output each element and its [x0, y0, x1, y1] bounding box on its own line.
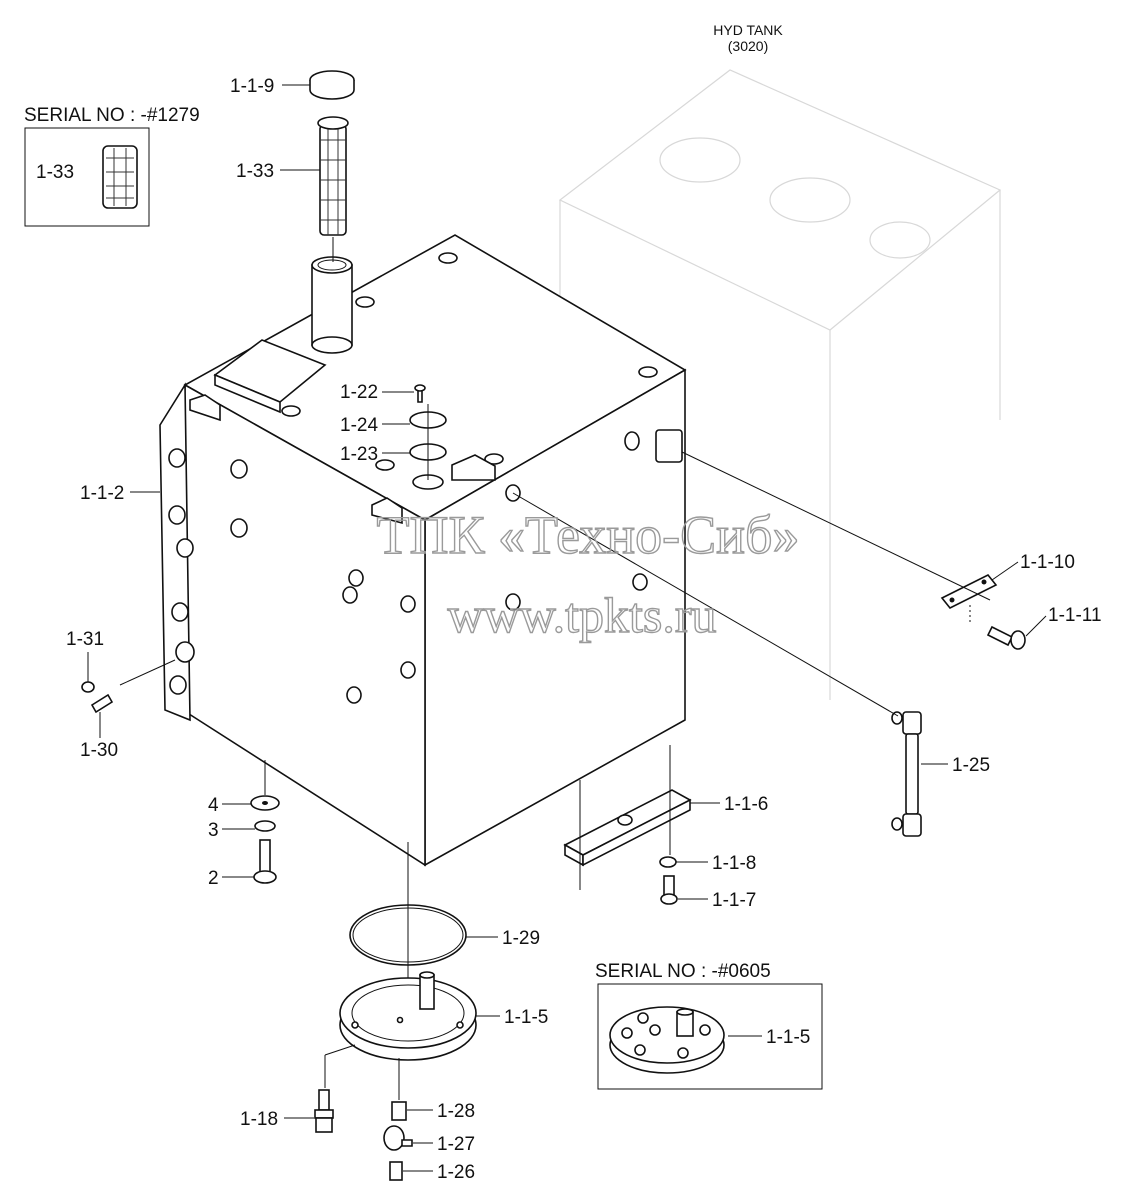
- fitting-1-26: [389, 1161, 403, 1181]
- serial-box-0605: SERIAL NO : -#0605 1-1-5: [595, 961, 823, 1090]
- callout-1-24: 1-24: [340, 415, 378, 436]
- header-subtitle: (3020): [728, 38, 768, 54]
- callout-2: 2: [208, 868, 219, 889]
- serial-title-0605: SERIAL NO : -#0605: [595, 961, 771, 982]
- callout-1-31: 1-31: [66, 629, 104, 650]
- callout-1-30: 1-30: [80, 740, 118, 761]
- callout-1-1-5: 1-1-5: [504, 1007, 548, 1028]
- washer-1-1-8: [659, 856, 677, 868]
- bolt-1-1-11: [986, 625, 1026, 650]
- callout-3: 3: [208, 820, 219, 841]
- callout-1-23: 1-23: [340, 444, 378, 465]
- bolt-2: [253, 839, 277, 884]
- callout-1-28: 1-28: [437, 1101, 475, 1122]
- fitting-1-28: [391, 1101, 407, 1121]
- callout-1-1-11: 1-1-11: [1048, 605, 1102, 626]
- mounting-bracket: [563, 789, 692, 867]
- valve-1-27: [383, 1125, 413, 1151]
- callout-1-26: 1-26: [437, 1162, 475, 1183]
- serial-label-1279: 1-33: [36, 162, 74, 183]
- fitting-1-31: [81, 681, 95, 693]
- watermark-line2: www.tpkts.ru: [448, 587, 717, 643]
- callout-1-33: 1-33: [236, 161, 274, 182]
- ghost-tank-outline: [558, 69, 1002, 700]
- serial-label-0605: 1-1-5: [766, 1027, 810, 1048]
- tie-plate: [940, 573, 998, 610]
- cover-plate-alt-icon: [609, 1006, 725, 1074]
- callout-1-27: 1-27: [437, 1134, 475, 1155]
- fitting-1-18: [314, 1089, 334, 1133]
- bolt-1-1-7: [660, 875, 678, 905]
- washer-4: [250, 795, 280, 811]
- callout-1-1-10: 1-1-10: [1020, 552, 1075, 573]
- callout-4: 4: [208, 795, 219, 816]
- callouts: 1-1-9 1-33 1-22 1-24 1-23 1-1-2 1-1-10 1…: [66, 76, 1102, 1183]
- callout-1-29: 1-29: [502, 928, 540, 949]
- tank-bosses: [168, 431, 648, 704]
- hydraulic-tank-body: [159, 234, 687, 867]
- callout-1-1-9: 1-1-9: [230, 76, 274, 97]
- strainer-element: [317, 116, 349, 236]
- callout-1-1-8: 1-1-8: [712, 853, 756, 874]
- filler-cap: [309, 70, 355, 100]
- callout-1-1-6: 1-1-6: [724, 794, 768, 815]
- callout-1-18: 1-18: [240, 1109, 278, 1130]
- serial-title-1279: SERIAL NO : -#1279: [24, 105, 200, 126]
- cover-plate: [339, 971, 477, 1061]
- fitting-1-30: [90, 693, 114, 714]
- callout-1-1-7: 1-1-7: [712, 890, 756, 911]
- level-gauge-parts: [409, 384, 447, 480]
- watermark: ТПК «Техно-Сиб» www.tpkts.ru: [376, 504, 800, 643]
- link-rod: [891, 711, 922, 837]
- serial-box-1279: SERIAL NO : -#1279 1-33: [24, 105, 200, 227]
- callout-1-1-2: 1-1-2: [80, 483, 124, 504]
- strainer-small-icon: [102, 145, 138, 209]
- callout-1-22: 1-22: [340, 382, 378, 403]
- callout-1-25: 1-25: [952, 755, 990, 776]
- washer-3: [254, 820, 276, 832]
- watermark-line1: ТПК «Техно-Сиб»: [377, 505, 800, 565]
- header-title: HYD TANK: [713, 22, 783, 38]
